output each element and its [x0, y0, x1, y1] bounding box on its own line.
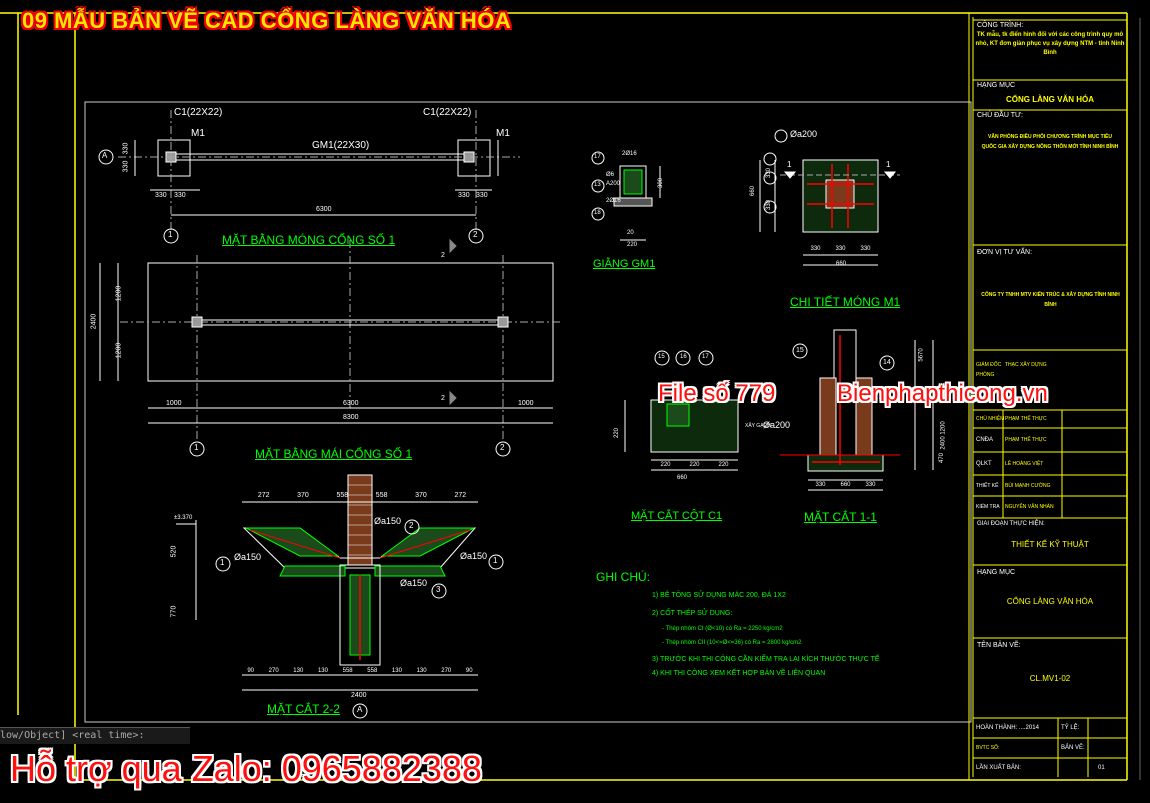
tb-role-3: CNĐA [976, 437, 994, 443]
tb-role-2: CHỦ NHIỆM [976, 416, 1005, 422]
tb-item-label: HẠNG MỤC [977, 82, 1016, 89]
tb-name-3: PHẠM THẾ THỰC [1005, 437, 1047, 443]
tb-item2-value: CỔNG LÀNG VĂN HÓA [1006, 597, 1094, 606]
zalo-support-banner: Hỗ trợ qua Zalo: 0965882388 [10, 748, 482, 789]
tb-owner-label: CHỦ ĐẦU TƯ: [977, 112, 1023, 119]
tb-done-label: HOÀN THÀNH: ....2014 [976, 725, 1039, 731]
tb-version-label: LẦN XUẤT BẢN: [976, 765, 1021, 771]
section-2-2 [176, 474, 504, 719]
tb-stage-label: GIAI ĐOẠN THỰC HIỆN: [977, 521, 1045, 527]
plan-foundation [98, 110, 520, 244]
title-block-grid [973, 19, 1127, 777]
tb-owner-text: VĂN PHÒNG ĐIỀU PHỐI CHƯƠNG TRÌNH MỤC TIÊ… [981, 134, 1119, 150]
tb-author-label: BVTC SỐ: [976, 745, 1000, 751]
section-c1 [624, 350, 739, 471]
tb-item2-label: HẠNG MỤC [977, 569, 1016, 576]
plan-roof [99, 238, 560, 457]
gm1-detail [591, 151, 661, 241]
tb-scale-label: TỶ LỆ: [1061, 725, 1080, 731]
tb-name-5: BÙI MẠNH CƯỜNG [1005, 483, 1051, 489]
tb-name-0: THẠC XÂY DỰNG [1005, 362, 1047, 368]
file-number-watermark: File số 779 [658, 380, 776, 407]
tb-role-0: GIÁM ĐỐC [976, 362, 1002, 368]
tb-item-value: CỔNG LÀNG VĂN HÓA [1006, 95, 1094, 104]
tb-role-1: PHÒNG [976, 372, 995, 378]
tb-role-6: KIỂM TRA [976, 504, 1000, 510]
tb-consultant-label: ĐƠN VỊ TƯ VẤN: [977, 249, 1033, 256]
header-title: 09 MẪU BẢN VẼ CAD CỔNG LÀNG VĂN HÓA [22, 8, 512, 33]
command-line[interactable]: low/Object] <real time>: [0, 727, 190, 744]
tb-project-text: TK mẫu, tk điển hình đối với các công tr… [975, 32, 1125, 56]
m1-detail [759, 129, 900, 266]
tb-role-4: QLKT [976, 461, 992, 467]
tb-project-label: CÔNG TRÌNH: [977, 22, 1024, 29]
tb-stage-value: THIẾT KẾ KỸ THUẬT [1011, 540, 1089, 549]
tb-name-6: NGUYỄN VĂN NHÀN [1005, 504, 1054, 510]
tb-role-5: THIẾT KẾ [976, 483, 999, 489]
tb-page-label: BẢN VẼ: [1061, 745, 1085, 751]
tb-version-value: 01 [1098, 765, 1105, 771]
tb-name-2: PHẠM THẾ THỰC [1005, 416, 1047, 422]
section-1-1 [780, 329, 934, 491]
site-watermark: Bienphapthicong.vn [837, 380, 1048, 407]
tb-consultant-text: CÔNG TY TNHH MTV KIẾN TRÚC & XÂY DỰNG TỈ… [981, 292, 1120, 308]
tb-name-4: LÊ HOÀNG VIỆT [1005, 461, 1044, 467]
tb-sheet-label: TÊN BẢN VẼ: [977, 642, 1021, 649]
tb-sheet-value: CL.MV1-02 [1029, 674, 1071, 683]
